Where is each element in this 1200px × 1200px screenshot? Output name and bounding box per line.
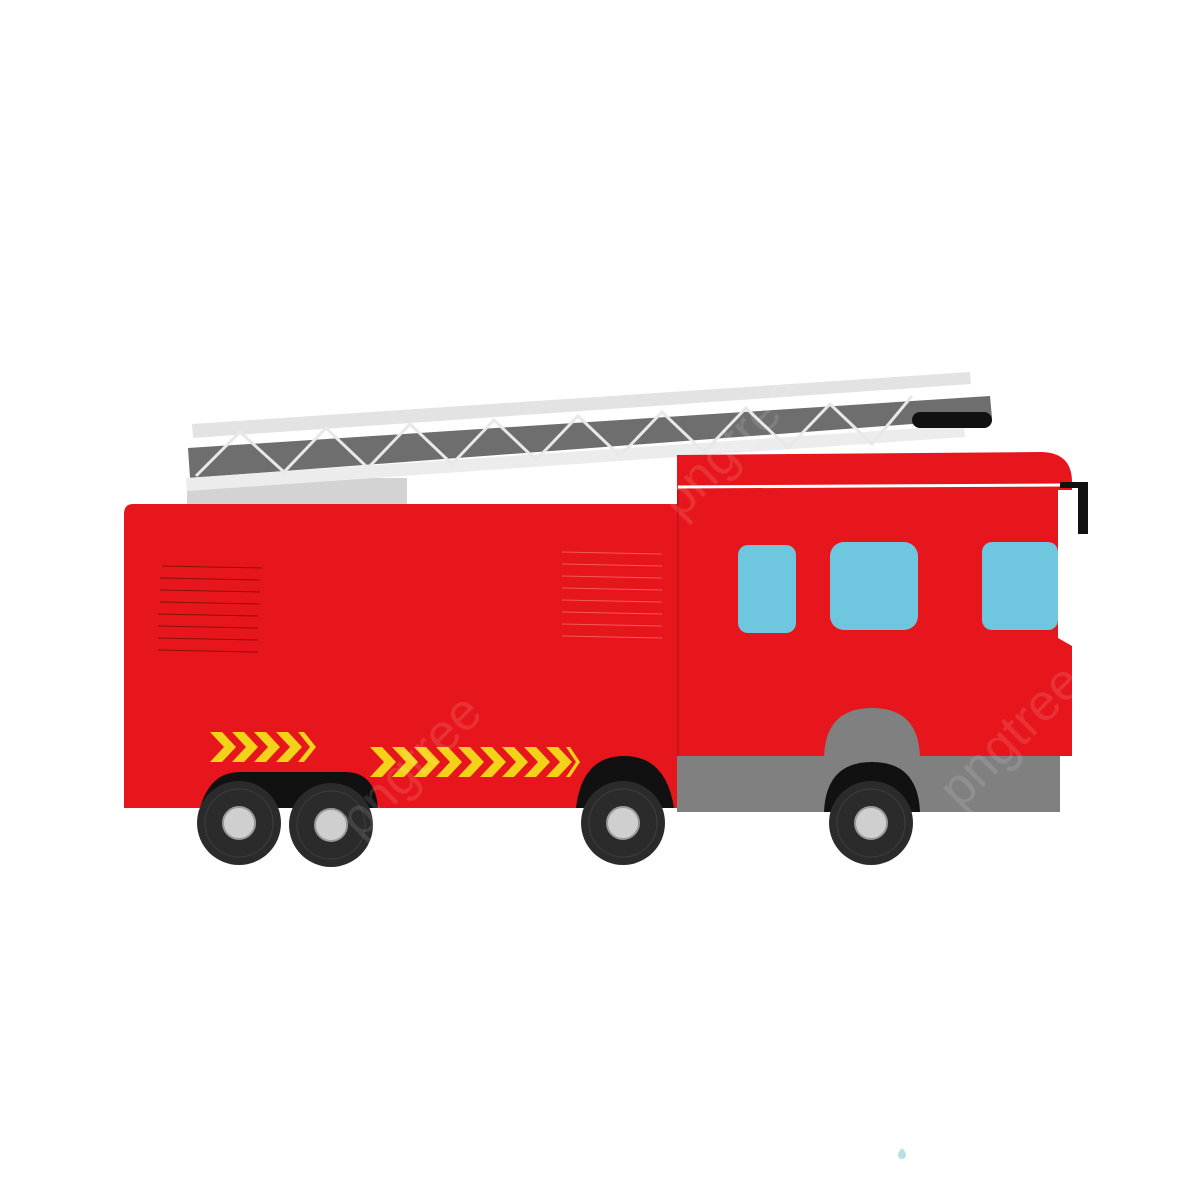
wheel-rear-2 [289, 783, 373, 867]
cab-window-3 [982, 542, 1058, 630]
rear-body [124, 504, 678, 808]
wheel-front [829, 781, 913, 865]
cab-roof-stripe [677, 483, 1063, 489]
wheel-rear-1 [197, 781, 281, 865]
wheel-middle [581, 781, 665, 865]
ladder-truss [194, 395, 914, 478]
vent-right [561, 551, 663, 639]
mirror [1060, 482, 1088, 534]
ladder-bottom-rail [186, 425, 965, 491]
ladder-dark-rail [188, 396, 992, 478]
chevron-stripe-right [370, 747, 580, 777]
ladder-tip [912, 412, 992, 428]
cab-window-1 [738, 545, 796, 633]
cab-window-2 [830, 542, 918, 630]
front-wheel-arch [824, 708, 920, 760]
droplet-icon [898, 1148, 906, 1159]
ladder-top-rail [192, 372, 971, 438]
chevron-stripe-left [210, 732, 316, 762]
vent-left [157, 565, 263, 653]
ladder [186, 372, 992, 505]
